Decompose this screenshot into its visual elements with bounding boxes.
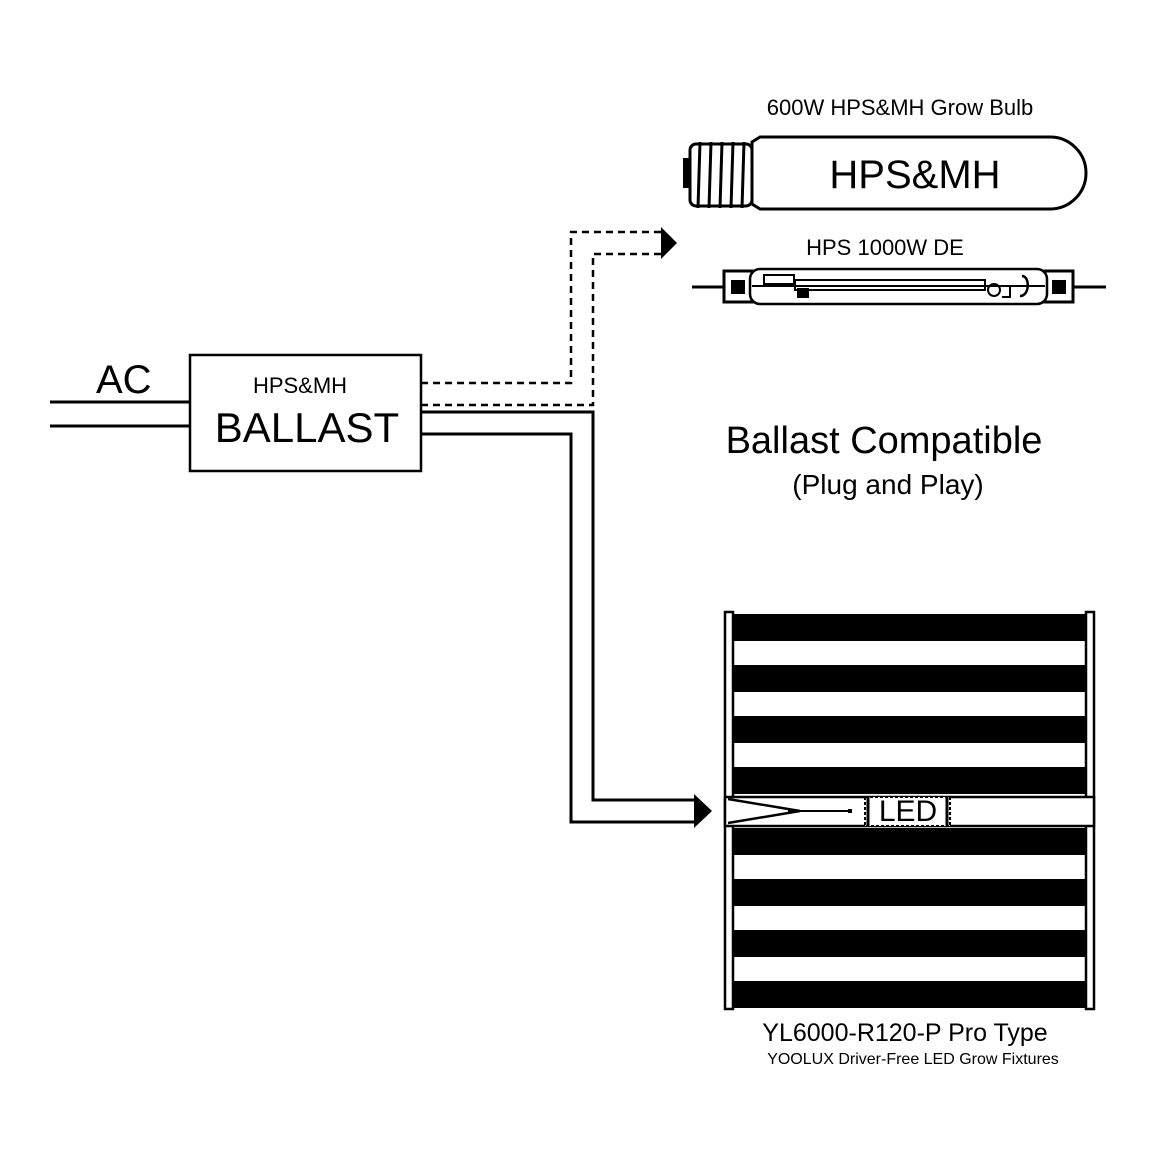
compat-title: Ballast Compatible bbox=[726, 420, 1043, 462]
led-label: LED bbox=[879, 795, 937, 828]
solid-output-wires bbox=[421, 410, 698, 824]
bulb-arrow-head bbox=[661, 227, 677, 259]
fixture-arrow-head bbox=[694, 794, 712, 828]
fixture-model: YL6000-R120-P Pro Type bbox=[762, 1019, 1047, 1047]
bulb-de-icon bbox=[692, 267, 1106, 306]
bulb-se-label: HPS&MH bbox=[829, 153, 1000, 197]
bulb-de-caption: HPS 1000W DE bbox=[806, 235, 964, 260]
compat-subtitle: (Plug and Play) bbox=[792, 469, 983, 500]
ballast-type-label: HPS&MH bbox=[253, 373, 347, 398]
ac-input-wires bbox=[50, 400, 190, 428]
ac-label: AC bbox=[96, 358, 152, 402]
dashed-output-wires bbox=[421, 230, 662, 407]
ballast-label: BALLAST bbox=[215, 404, 399, 451]
bulb-se-icon bbox=[683, 135, 1088, 211]
fixture-description: YOOLUX Driver-Free LED Grow Fixtures bbox=[767, 1051, 1059, 1068]
led-fixture-icon bbox=[723, 610, 1096, 1011]
ballast-box bbox=[188, 353, 423, 473]
bulb-se-caption: 600W HPS&MH Grow Bulb bbox=[767, 95, 1034, 120]
